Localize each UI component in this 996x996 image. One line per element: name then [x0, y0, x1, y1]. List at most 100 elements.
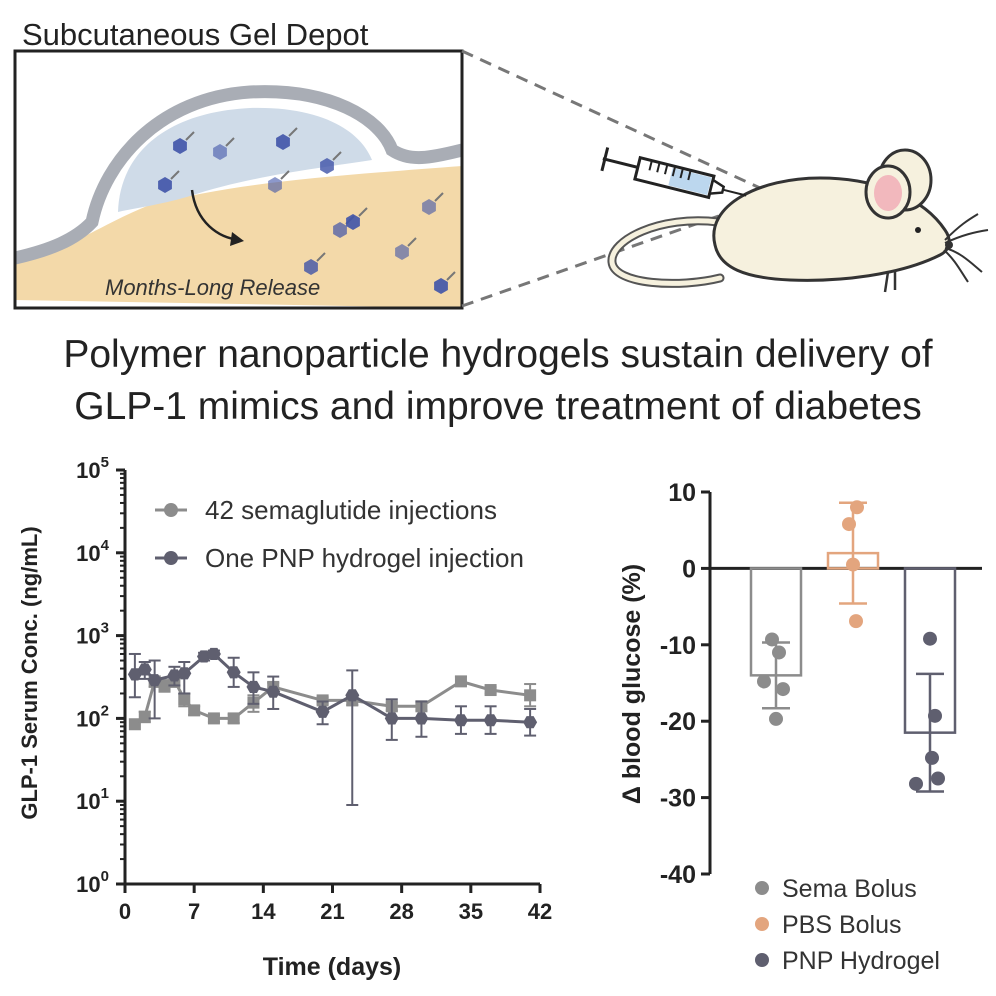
pk-data-point [454, 675, 467, 688]
pk-y-axis-label: GLP-1 Serum Conc. (ng/mL) [17, 526, 42, 819]
pk-legend-marker [164, 551, 178, 565]
pk-data-point [226, 666, 241, 679]
pk-data-point [384, 712, 399, 725]
mouse-ear-inner [874, 175, 902, 211]
pk-x-axis-label: Time (days) [263, 953, 401, 981]
pk-legend-label: One PNP hydrogel injection [205, 543, 524, 573]
pk-data-point [128, 718, 141, 731]
glucose-y-tick-label: -30 [660, 785, 696, 813]
pk-x-tick-label: 28 [389, 899, 413, 924]
headline-line-1: Polymer nanoparticle hydrogels sustain d… [63, 333, 933, 376]
pk-y-tick-label: 101 [76, 785, 109, 814]
glucose-legend-marker [755, 917, 769, 931]
release-label: Months-Long Release [105, 275, 320, 300]
molecule-tail [358, 207, 368, 217]
molecule-icon [158, 177, 172, 193]
glucose-y-tick-label: 0 [682, 555, 696, 583]
glucose-data-point [776, 682, 790, 697]
gel-depot [118, 107, 372, 212]
pk-data-point [206, 647, 221, 660]
glucose-data-point [923, 631, 937, 646]
molecule-tail [170, 170, 180, 180]
pk-data-point [207, 712, 220, 725]
pk-data-point [138, 710, 151, 723]
pk-data-point [158, 679, 171, 692]
glucose-data-point [769, 711, 783, 726]
pk-data-point [524, 689, 537, 702]
pk-x-tick-label: 14 [251, 899, 276, 924]
glucose-data-point [850, 500, 864, 515]
glucose-legend-label: Sema Bolus [782, 875, 917, 903]
pk-series-line-0 [133, 678, 531, 726]
depot-frame [13, 49, 464, 310]
glucose-bars [749, 500, 957, 793]
depot-illustration: Subcutaneous Gel Depot Months-Long Relea… [13, 17, 771, 310]
mouse-foot [883, 270, 897, 293]
glucose-y-tick-label: -10 [660, 632, 696, 660]
molecule-tail [407, 237, 417, 247]
molecule-icon [434, 278, 448, 294]
glucose-data-point [931, 771, 945, 786]
molecule-tail [280, 170, 290, 180]
pk-data-point [147, 674, 162, 687]
molecule-tail [316, 252, 326, 262]
pk-data-point [315, 705, 330, 718]
molecule-icon [422, 199, 436, 215]
pk-data-point [523, 716, 538, 729]
depot-cross-section: Months-Long Release [15, 51, 462, 308]
depot-title: Subcutaneous Gel Depot [22, 17, 369, 52]
glucose-legend-label: PNP Hydrogel [782, 947, 940, 975]
glucose-data-point [909, 776, 923, 791]
glucose-y-axis-label: Δ blood glucose (%) [618, 564, 646, 804]
molecule-icon [333, 222, 347, 238]
mouse-eye [915, 227, 921, 233]
pk-data-point [227, 712, 240, 725]
pk-data-point [454, 714, 468, 727]
pk-data-point [127, 668, 142, 681]
glucose-data-point [925, 750, 939, 765]
headline-line-2: GLP-1 mimics and improve treatment of di… [74, 385, 922, 428]
pk-data-point [484, 684, 497, 697]
pk-y-tick-label: 105 [76, 454, 109, 483]
syringe-icon [600, 147, 747, 200]
pk-y-tick-label: 102 [76, 702, 109, 731]
glucose-data-point [772, 645, 786, 660]
zoom-line-top [461, 49, 761, 190]
glucose-legend-marker [755, 881, 769, 895]
pk-x-tick-label: 42 [528, 899, 552, 924]
glucose-axes: 100-10-20-30-40 [660, 479, 982, 889]
glucose-y-tick-label: 10 [668, 479, 696, 507]
pk-data-point [178, 693, 191, 706]
glucose-y-tick-label: -40 [660, 861, 696, 889]
mouse-illustration [600, 147, 989, 293]
molecule-icon [395, 244, 409, 260]
molecule-tail [446, 271, 456, 281]
pk-data-point [137, 663, 152, 676]
pk-x-tick-label: 21 [320, 899, 344, 924]
glucose-data-point [757, 674, 771, 689]
pk-x-tick-label: 0 [119, 899, 131, 924]
mouse-whiskers [943, 213, 989, 283]
pk-data-point [316, 694, 329, 707]
molecule-tail [225, 137, 235, 147]
glucose-data-point [842, 517, 856, 532]
molecule-tail [288, 127, 298, 137]
skin-layer [15, 85, 462, 265]
molecule-icon [304, 259, 318, 275]
molecule-icon [276, 134, 290, 150]
molecule-tail [434, 192, 444, 202]
pk-data-point [483, 714, 498, 727]
molecule-icon [173, 138, 187, 154]
pk-data-point [414, 712, 429, 725]
mouse-tail [609, 218, 723, 286]
glucose-data-point [849, 614, 863, 629]
molecule-icon [320, 158, 334, 174]
pk-y-tick-label: 103 [76, 620, 109, 649]
pk-y-tick-label: 100 [76, 868, 109, 897]
